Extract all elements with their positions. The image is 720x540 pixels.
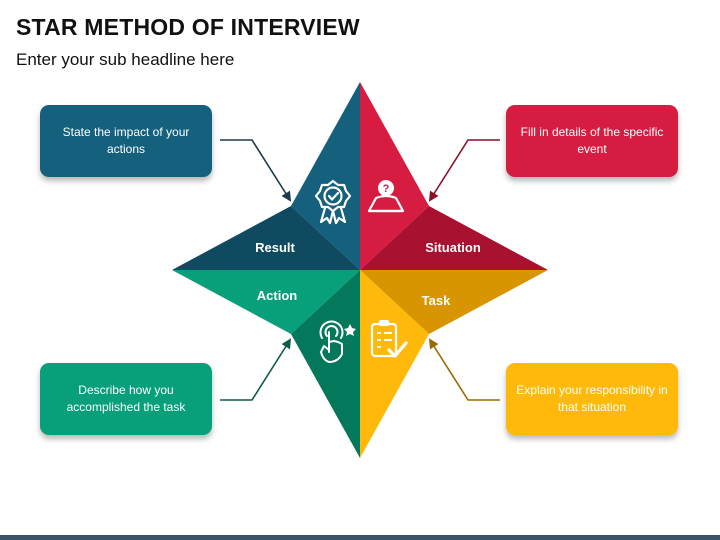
page-subtitle: Enter your sub headline here	[16, 50, 235, 69]
situation-segment	[360, 82, 548, 270]
situation-description: Fill in details of the specific event	[520, 125, 664, 156]
situation-connector-arrow	[428, 139, 500, 202]
page-title: STAR METHOD OF INTERVIEW	[16, 14, 360, 40]
action-description-box: Describe how you accomplished the task	[40, 363, 212, 435]
hand-tap-target-icon	[319, 320, 356, 363]
action-label: Action	[257, 288, 298, 303]
clipboard-checklist-icon	[370, 320, 408, 358]
result-segment	[172, 82, 360, 270]
task-description-box: Explain your responsibility in that situ…	[506, 363, 678, 435]
result-connector-arrow	[220, 139, 292, 202]
task-description: Explain your responsibility in that situ…	[516, 383, 668, 414]
situation-label: Situation	[425, 240, 481, 255]
action-description: Describe how you accomplished the task	[66, 383, 186, 414]
person-question-icon: ?	[367, 180, 405, 213]
situation-description-box: Fill in details of the specific event	[506, 105, 678, 177]
award-ribbon-icon	[314, 179, 352, 225]
action-connector-arrow	[220, 338, 292, 401]
result-description: State the impact of your actions	[62, 125, 190, 156]
task-connector-arrow	[428, 338, 500, 401]
task-segment	[360, 270, 548, 458]
action-segment	[172, 270, 360, 458]
svg-text:?: ?	[383, 183, 390, 195]
result-label: Result	[255, 240, 295, 255]
footer-bar	[0, 535, 720, 540]
task-label: Task	[422, 293, 451, 308]
result-description-box: State the impact of your actions	[40, 105, 212, 177]
